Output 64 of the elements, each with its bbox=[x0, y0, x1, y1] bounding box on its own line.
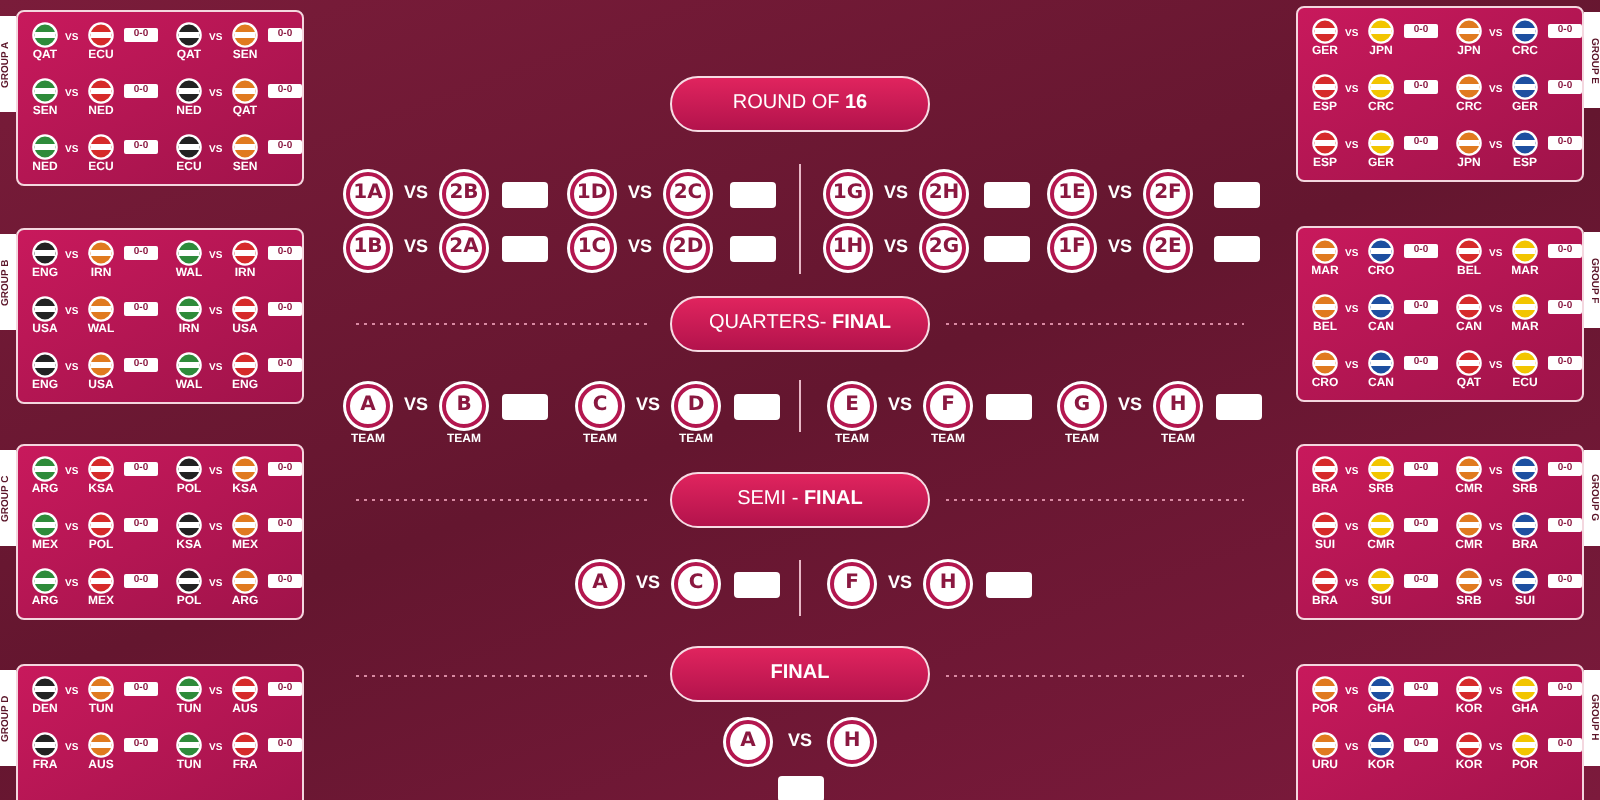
team-slot: 2D bbox=[666, 226, 710, 270]
vs-label: VS bbox=[628, 182, 653, 202]
score-box bbox=[730, 236, 776, 262]
score-box bbox=[734, 394, 780, 420]
vs-label: VS bbox=[884, 182, 909, 202]
team-slot: H bbox=[1156, 384, 1200, 428]
team-slot: B bbox=[442, 384, 486, 428]
score-box bbox=[1214, 236, 1260, 262]
vs-label: VS bbox=[404, 182, 429, 202]
vs-label: VS bbox=[404, 394, 429, 414]
team-slot: 2F bbox=[1146, 172, 1190, 216]
score-box bbox=[502, 394, 548, 420]
round-banner: SEMI - FINAL bbox=[670, 472, 930, 528]
team-slot: 2G bbox=[922, 226, 966, 270]
vs-label: VS bbox=[788, 730, 813, 750]
team-slot: 1C bbox=[570, 226, 614, 270]
score-box bbox=[986, 394, 1032, 420]
score-box bbox=[986, 572, 1032, 598]
team-slot: 1F bbox=[1050, 226, 1094, 270]
vs-label: VS bbox=[1108, 182, 1133, 202]
team-slot: 1D bbox=[570, 172, 614, 216]
team-slot: E bbox=[830, 384, 874, 428]
score-box bbox=[984, 236, 1030, 262]
round-banner: FINAL bbox=[670, 646, 930, 702]
vs-label: VS bbox=[888, 394, 913, 414]
team-slot: 1A bbox=[346, 172, 390, 216]
score-box bbox=[984, 182, 1030, 208]
round-banner: ROUND OF 16 bbox=[670, 76, 930, 132]
score-box bbox=[778, 776, 824, 800]
team-slot: 2E bbox=[1146, 226, 1190, 270]
vs-label: VS bbox=[1108, 236, 1133, 256]
team-slot: F bbox=[830, 562, 874, 606]
score-box bbox=[502, 182, 548, 208]
score-box bbox=[1216, 394, 1262, 420]
team-slot: F bbox=[926, 384, 970, 428]
score-box bbox=[730, 182, 776, 208]
team-slot: H bbox=[926, 562, 970, 606]
score-box bbox=[734, 572, 780, 598]
team-slot: C bbox=[578, 384, 622, 428]
score-box bbox=[502, 236, 548, 262]
round-banner: QUARTERS- FINAL bbox=[670, 296, 930, 352]
team-slot: 2H bbox=[922, 172, 966, 216]
team-slot: 1H bbox=[826, 226, 870, 270]
team-slot: A bbox=[726, 720, 770, 764]
team-slot: 1G bbox=[826, 172, 870, 216]
team-slot: G bbox=[1060, 384, 1104, 428]
team-slot: 1B bbox=[346, 226, 390, 270]
team-slot: 1E bbox=[1050, 172, 1094, 216]
vs-label: VS bbox=[636, 394, 661, 414]
team-slot: D bbox=[674, 384, 718, 428]
vs-label: VS bbox=[636, 572, 661, 592]
team-slot: 2A bbox=[442, 226, 486, 270]
team-slot: H bbox=[830, 720, 874, 764]
team-slot: 2B bbox=[442, 172, 486, 216]
team-slot: A bbox=[346, 384, 390, 428]
team-slot: 2C bbox=[666, 172, 710, 216]
team-slot: A bbox=[578, 562, 622, 606]
team-slot: C bbox=[674, 562, 718, 606]
vs-label: VS bbox=[884, 236, 909, 256]
vs-label: VS bbox=[888, 572, 913, 592]
vs-label: VS bbox=[628, 236, 653, 256]
score-box bbox=[1214, 182, 1260, 208]
vs-label: VS bbox=[1118, 394, 1143, 414]
vs-label: VS bbox=[404, 236, 429, 256]
